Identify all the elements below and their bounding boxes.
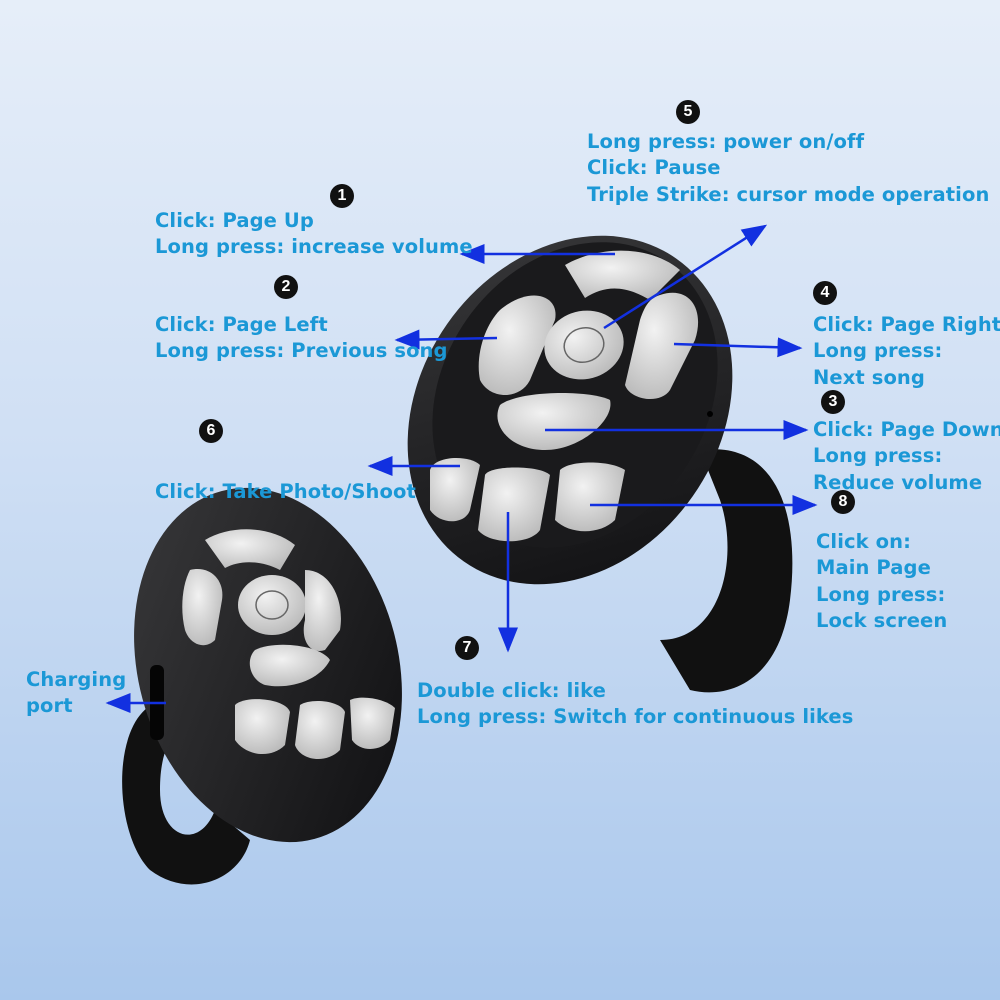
callout-line: Charging — [26, 668, 127, 691]
callout-page-up: Click: Page Up Long press: increase volu… — [155, 208, 473, 261]
callout-page-right: Click: Page Right Long press: Next song — [813, 312, 1000, 391]
circle-icon — [563, 327, 605, 363]
page-down-button[interactable] — [497, 393, 611, 450]
page-left-button[interactable] — [478, 295, 556, 395]
small-remote-device — [122, 487, 402, 885]
callout-line: Lock screen — [816, 608, 948, 632]
number-badge-4: 4 — [813, 281, 837, 305]
arrow-4 — [673, 337, 803, 358]
large-remote-device — [407, 235, 793, 693]
number-badge-5: 5 — [676, 100, 700, 124]
home-button[interactable] — [555, 462, 625, 532]
number-badge-7: 7 — [455, 636, 479, 660]
number-badge-8: 8 — [831, 490, 855, 514]
callout-line: Long press: — [816, 582, 946, 606]
callout-line: Long press: power on/off — [587, 130, 865, 153]
callout-line: Long press: increase volume — [155, 235, 473, 259]
callout-power: Long press: power on/off Click: Pause Tr… — [587, 129, 989, 208]
callout-home: Click on: Main Page Long press: Lock scr… — [816, 529, 947, 634]
callout-line: Double click: like — [417, 679, 607, 702]
callout-line: Long press: Switch for continuous likes — [417, 705, 854, 729]
arrow-5 — [603, 224, 768, 330]
ring-band — [660, 449, 793, 693]
callout-line: Click: Page Down — [813, 418, 1000, 441]
ring-band-small — [122, 700, 250, 885]
callout-line: Click: Page Up — [155, 209, 314, 232]
callout-line: Next song — [813, 365, 925, 389]
callout-line: Main Page — [816, 556, 931, 580]
callout-line: Click: Pause — [587, 156, 721, 180]
callout-line: port — [26, 694, 73, 718]
callout-like: Double click: like Long press: Switch fo… — [417, 678, 853, 731]
callout-line: Click: Take Photo/Shoot — [155, 480, 416, 503]
callout-line: Long press: Previous song — [155, 339, 448, 363]
callout-line: Click: Page Left — [155, 313, 328, 336]
page-right-button[interactable] — [625, 292, 699, 400]
microphone-hole — [707, 411, 713, 417]
callout-page-left: Click: Page Left Long press: Previous so… — [155, 312, 448, 365]
number-badge-3: 3 — [821, 390, 845, 414]
callout-line: Triple Strike: cursor mode operation — [587, 182, 990, 206]
number-badge-1: 1 — [330, 184, 354, 208]
page-up-button[interactable] — [565, 250, 680, 300]
camera-button[interactable] — [430, 458, 480, 522]
callout-photo: Click: Take Photo/Shoot — [155, 479, 416, 505]
callout-line: Click: Page Right — [813, 313, 1000, 336]
callout-line: Long press: — [813, 444, 943, 468]
like-button[interactable] — [478, 467, 550, 542]
callout-line: Click on: — [816, 530, 911, 553]
callout-charging-port: Charging port — [26, 667, 126, 720]
power-button[interactable] — [537, 302, 632, 388]
callout-line: Reduce volume — [813, 470, 983, 494]
number-badge-2: 2 — [274, 275, 298, 299]
arrow-2 — [394, 329, 498, 350]
number-badge-6: 6 — [199, 419, 223, 443]
callout-line: Long press: — [813, 339, 943, 363]
callout-page-down: Click: Page Down Long press: Reduce volu… — [813, 417, 1000, 496]
